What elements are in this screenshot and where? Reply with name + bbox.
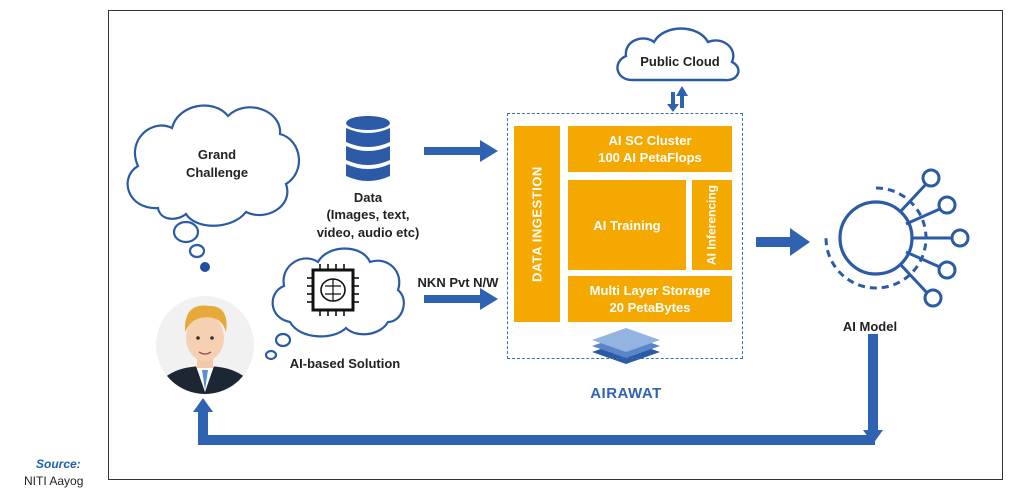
source-label: Source: xyxy=(36,457,81,471)
nkn-label: NKN Pvt N/W xyxy=(417,275,499,290)
ai-solution-label: AI-based Solution xyxy=(289,356,401,371)
data-ingestion-block: DATA INGESTION xyxy=(514,126,560,322)
ai-training-block: AI Training xyxy=(568,180,686,270)
sc-cluster-block: AI SC Cluster 100 AI PetaFlops xyxy=(568,126,732,172)
ai-model-label: AI Model xyxy=(842,319,898,334)
person-avatar xyxy=(156,296,254,394)
database-icon xyxy=(346,116,390,181)
data-arrow xyxy=(424,147,482,155)
storage-block: Multi Layer Storage 20 PetaBytes xyxy=(568,276,732,322)
grand-challenge-cloud xyxy=(126,104,301,259)
feedback-horizontal xyxy=(205,435,875,445)
feedback-up xyxy=(198,408,208,445)
thought-dot xyxy=(200,262,210,272)
arrows xyxy=(193,86,883,445)
diagram-frame xyxy=(108,10,1003,480)
source-value: NITI Aayog xyxy=(24,474,84,488)
ai-model-icon xyxy=(824,168,970,308)
airawat-container xyxy=(507,113,743,359)
public-cloud-label: Public Cloud xyxy=(640,54,720,69)
grand-challenge-label: Grand Challenge xyxy=(185,147,249,180)
data-title: Data xyxy=(353,190,383,205)
nkn-arrow xyxy=(424,295,482,303)
public-cloud-shape xyxy=(616,27,740,82)
model-arrow xyxy=(756,237,792,247)
data-subtitle: (Images, text, video, audio etc) xyxy=(316,207,420,240)
ai-chip-icon xyxy=(307,264,359,316)
ai-inferencing-block: AI Inferencing xyxy=(692,180,732,270)
feedback-down xyxy=(868,334,878,434)
airawat-label: AIRAWAT xyxy=(590,385,662,402)
